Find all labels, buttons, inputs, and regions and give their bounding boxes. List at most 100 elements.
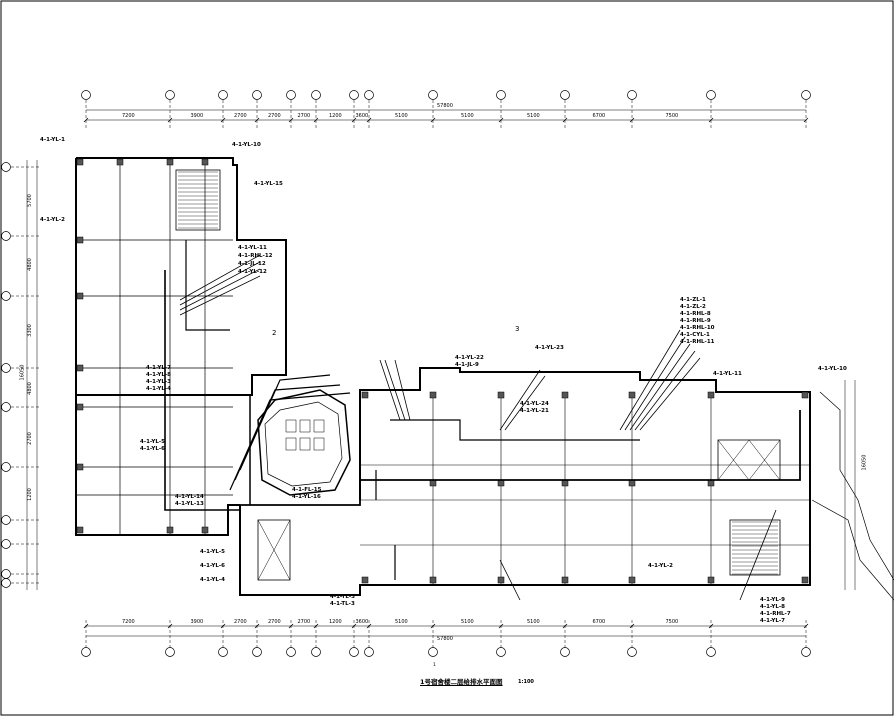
right-wing-wall xyxy=(239,367,811,596)
axis-bubble-top xyxy=(286,90,296,100)
left-pipe-tag: 4-1-YL-3 xyxy=(146,379,172,385)
dim-tick xyxy=(803,623,809,629)
dim-tick xyxy=(83,117,89,123)
elevator-block xyxy=(717,439,781,481)
structural-column xyxy=(628,576,636,584)
atrium-grid xyxy=(299,437,311,451)
structural-column xyxy=(561,576,569,584)
left-pipe-tag: 4-1-YL-4 xyxy=(146,386,172,392)
dim-tick xyxy=(351,117,357,123)
dim-tick xyxy=(366,623,372,629)
dimension-label: 7200 xyxy=(122,619,135,625)
leader-line xyxy=(624,336,686,431)
leader-line xyxy=(739,509,777,601)
leader-line xyxy=(639,357,701,431)
row-bubble xyxy=(1,515,11,525)
axis-bubble-top xyxy=(496,90,506,100)
row-bubble xyxy=(1,402,11,412)
dim-tick xyxy=(430,623,436,629)
bottom-pipe-tag: 4-1-YL-5 xyxy=(200,549,226,555)
axis-bubble-bottom xyxy=(218,647,228,657)
dimension-label: 3300 xyxy=(26,324,33,337)
dimension-label: 1200 xyxy=(26,488,33,501)
axis-bubble-top xyxy=(81,90,91,100)
right-pipe-tag: 4-1-ZL-2 xyxy=(680,304,706,310)
mid-pipe-tag: 4-1-YL-23 xyxy=(535,345,564,351)
top-total-dim: 57800 xyxy=(437,103,453,109)
structural-column xyxy=(76,463,84,471)
dimension-label: 5700 xyxy=(26,194,33,207)
structural-column xyxy=(76,292,84,300)
atrium-grid xyxy=(285,437,297,451)
mid-pipe-tag: 4-1-YL-24 xyxy=(520,401,549,407)
dimension-label: 6700 xyxy=(592,113,606,119)
structural-column xyxy=(76,403,84,411)
axis-bubble-bottom xyxy=(627,647,637,657)
bottom-pipe-tag: 4-1-YL-2 xyxy=(648,563,674,569)
leader-line xyxy=(619,329,681,431)
axis-bubble-bottom xyxy=(428,647,438,657)
center-pipe-tag: 4-1-JL-12 xyxy=(238,261,266,267)
leader-line xyxy=(634,350,696,431)
atrium-grid xyxy=(299,419,311,433)
mid-pipe-tag: 4-1-JL-9 xyxy=(455,362,479,368)
atrium-grid xyxy=(313,419,325,433)
drawing-scale: 1:100 xyxy=(518,679,534,685)
bottom-pipe-tag: 4-1-YL-3 xyxy=(330,594,356,600)
left-pipe-tag: 4-1-YL-6 xyxy=(140,446,166,452)
drawing-title: 1号宿舍楼二层给排水平面图 xyxy=(420,678,503,686)
dimension-label: 5100 xyxy=(527,619,540,625)
center-pipe-tag: 4-1-YL-15 xyxy=(254,181,283,187)
bottom-pipe-tag: 4-1-YL-6 xyxy=(200,563,226,569)
structural-column xyxy=(801,576,809,584)
dimension-label: 2700 xyxy=(268,113,281,119)
terrain-line xyxy=(811,499,894,601)
dimension-label: 2700 xyxy=(234,619,247,625)
left-pipe-tag: 4-1-YL-7 xyxy=(146,365,172,371)
branch-pipe xyxy=(185,240,230,331)
leader-line xyxy=(379,359,401,421)
axis-bubble-bottom xyxy=(801,647,811,657)
room-number-3: 3 xyxy=(515,325,520,333)
bottom-pipe-tag: 4-1-TL-3 xyxy=(330,601,355,607)
dimension-label: 3600 xyxy=(355,113,369,119)
dim-tick xyxy=(167,117,173,123)
diagonal-pipe xyxy=(229,392,351,491)
axis-grid xyxy=(11,100,856,648)
left-pipe-tag: 4-1-YL-13 xyxy=(175,501,204,507)
structural-column xyxy=(166,158,174,166)
axis-bubble-top xyxy=(364,90,374,100)
axis-bubble-top xyxy=(706,90,716,100)
structural-column xyxy=(497,576,505,584)
structural-column xyxy=(76,364,84,372)
structural-column xyxy=(76,158,84,166)
row-bubble xyxy=(1,539,11,549)
right-pipe-tag: 4-1-RHL-11 xyxy=(680,339,715,345)
axis-bubble-bottom xyxy=(706,647,716,657)
axis-bubble-bottom xyxy=(81,647,91,657)
left-pipe-tag: 4-1-YL-1 xyxy=(40,137,66,143)
pipe-network xyxy=(164,240,801,601)
left-pipe-tag: 4-1-YL-5 xyxy=(140,439,166,445)
row-bubble xyxy=(1,578,11,588)
dimension-label: 5100 xyxy=(461,113,474,119)
structural-column xyxy=(707,576,715,584)
center-pipe-tag: 4-1-RHL-12 xyxy=(238,253,273,259)
right-pipe-tag: 4-1-YL-10 xyxy=(818,366,847,372)
branch-pipe xyxy=(390,419,640,441)
right-pipe-tag: 4-1-YL-8 xyxy=(760,604,786,610)
dimension-label: 4800 xyxy=(26,382,33,395)
structural-column xyxy=(76,526,84,534)
row-bubble xyxy=(1,162,11,172)
leader-line xyxy=(384,359,406,421)
dim-tick xyxy=(562,623,568,629)
left-total-dim: 16050 xyxy=(19,364,26,381)
axis-bubble-top xyxy=(349,90,359,100)
structural-column xyxy=(707,391,715,399)
dimension-label: 5100 xyxy=(395,619,408,625)
row-bubble xyxy=(1,363,11,373)
dim-tick xyxy=(366,117,372,123)
dim-tick xyxy=(313,117,319,123)
dim-tick xyxy=(351,623,357,629)
